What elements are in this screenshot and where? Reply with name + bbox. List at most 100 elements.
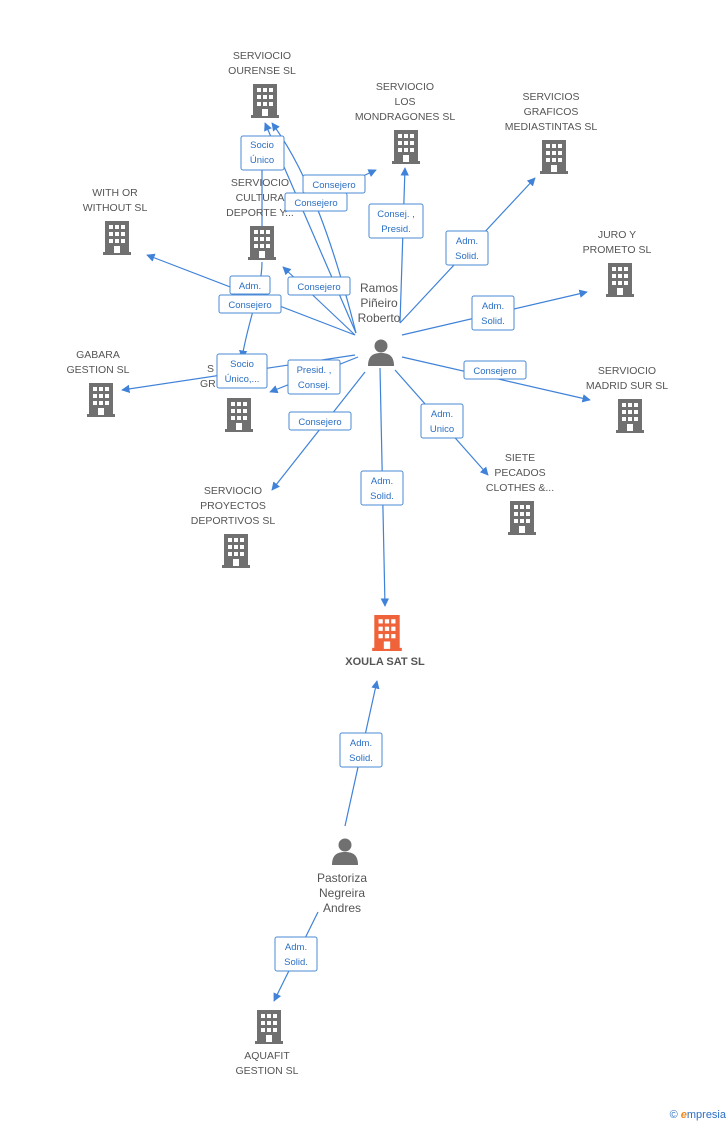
company-serviocio-mondragones[interactable]: SERVIOCIO LOS MONDRAGONES SL bbox=[355, 81, 456, 164]
company-label-line: CULTURA bbox=[236, 192, 285, 204]
role-label-line: Solid. bbox=[284, 957, 308, 968]
role-label-line: Solid. bbox=[481, 316, 505, 327]
role-adm-solid[interactable]: Adm.Solid. bbox=[360, 470, 404, 506]
role-adm-solid[interactable]: Adm. Solid. bbox=[471, 295, 515, 331]
company-label-line: MADRID SUR SL bbox=[586, 380, 668, 392]
role-label-line: Presid. , bbox=[297, 365, 332, 376]
building-icon bbox=[606, 263, 634, 297]
company-label-line: JURO Y bbox=[598, 229, 636, 241]
company-label-line: GESTION SL bbox=[235, 1065, 298, 1077]
role-label-line: Adm. bbox=[350, 738, 372, 749]
company-label-line: SERVICIOS bbox=[523, 91, 580, 103]
company-label-line: SIETE bbox=[505, 452, 535, 464]
svg-text:Adm.Solid.: Adm. Solid. bbox=[349, 738, 373, 764]
role-consejero[interactable]: Consejero bbox=[288, 411, 352, 431]
role-adm-solid[interactable]: Adm. Solid. bbox=[339, 732, 383, 768]
role-label-line: Consejero bbox=[294, 198, 337, 209]
svg-text:Consej. ,Presid.: Consej. ,Presid. bbox=[377, 209, 415, 235]
building-icon bbox=[372, 615, 402, 651]
building-icon bbox=[540, 140, 568, 174]
role-consejero[interactable]: Consejero bbox=[302, 174, 366, 194]
role-label-line: Consej. , bbox=[377, 209, 415, 220]
center-company-label: XOULA SAT SL bbox=[345, 656, 425, 668]
role-presid-consej[interactable]: Presid. , Consej. bbox=[287, 359, 341, 395]
role-adm[interactable]: Adm. bbox=[229, 275, 271, 295]
role-label-line: Consej. bbox=[298, 380, 330, 391]
role-label-line: Solid. bbox=[370, 491, 394, 502]
building-icon bbox=[392, 130, 420, 164]
company-label-line: SERVIOCIO bbox=[376, 81, 434, 93]
role-adm-solid[interactable]: Adm. Solid. bbox=[445, 230, 489, 266]
person-label-line: Negreira bbox=[319, 886, 365, 900]
center-company-xoula[interactable]: XOULA SAT SL bbox=[345, 615, 425, 668]
role-label-line: Socio bbox=[250, 140, 274, 151]
role-label-line: Adm. bbox=[431, 409, 453, 420]
company-with-or-without[interactable]: WITH OR WITHOUT SL bbox=[83, 187, 148, 255]
svg-text:Adm.Solid.: Adm. Solid. bbox=[455, 236, 479, 262]
company-label-line: DEPORTIVOS SL bbox=[191, 515, 276, 527]
person-label-line: Pastoriza bbox=[317, 871, 367, 885]
company-label-line: AQUAFIT bbox=[244, 1050, 290, 1062]
company-label-line: LOS bbox=[394, 96, 415, 108]
company-siete-pecados[interactable]: SIETE PECADOS CLOTHES &... bbox=[486, 452, 554, 535]
svg-text:Adm.Solid.: Adm. Solid. bbox=[284, 942, 308, 968]
company-label-line: WITHOUT SL bbox=[83, 202, 148, 214]
role-adm-solid[interactable]: Adm. Solid. bbox=[274, 936, 318, 972]
role-adm-unico[interactable]: Adm.Unico bbox=[420, 403, 464, 439]
empresia-logo[interactable]: © empresia bbox=[670, 1109, 726, 1121]
role-label-line: Adm. bbox=[285, 942, 307, 953]
company-juro-y-prometo[interactable]: JURO Y PROMETO SL bbox=[583, 229, 652, 297]
role-consejero[interactable]: Consejero bbox=[218, 294, 282, 314]
brand-name: mpresia bbox=[686, 1109, 726, 1121]
company-label-line: PROMETO SL bbox=[583, 244, 652, 256]
company-label-line: SERVIOCIO bbox=[204, 485, 262, 497]
company-label-line: CLOTHES &... bbox=[486, 482, 554, 494]
building-icon bbox=[222, 534, 250, 568]
company-label-line: WITH OR bbox=[92, 187, 138, 199]
person-icon bbox=[368, 339, 394, 366]
company-label-line: MONDRAGONES SL bbox=[355, 111, 456, 123]
role-consejero[interactable]: Consejero bbox=[287, 276, 351, 296]
role-consejero[interactable]: Consejero bbox=[284, 192, 348, 212]
role-label-line: Solid. bbox=[455, 251, 479, 262]
role-consej-presid[interactable]: Consej. ,Presid. bbox=[368, 203, 424, 239]
role-label-line: Único bbox=[250, 155, 274, 166]
company-label-line: OURENSE SL bbox=[228, 65, 296, 77]
company-label-line: PECADOS bbox=[494, 467, 545, 479]
svg-text:SGR: SGR bbox=[200, 363, 216, 390]
role-label-line: Consejero bbox=[297, 282, 340, 293]
building-icon bbox=[225, 398, 253, 432]
role-label-line: Adm. bbox=[456, 236, 478, 247]
role-label-line: Solid. bbox=[349, 753, 373, 764]
role-label-line: Adm. bbox=[482, 301, 504, 312]
company-aquafit-gestion[interactable]: AQUAFIT GESTION SL bbox=[235, 1010, 299, 1077]
svg-text:Presid. ,Consej.: Presid. , Consej. bbox=[297, 365, 332, 391]
role-consejero[interactable]: Consejero bbox=[463, 360, 527, 380]
role-label-line: Adm. bbox=[239, 281, 261, 292]
role-label-line: Consejero bbox=[312, 180, 355, 191]
role-label-line: Socio bbox=[230, 359, 254, 370]
edge-ramos-proyectos bbox=[271, 371, 366, 491]
person-label-line: Ramos bbox=[360, 281, 398, 295]
